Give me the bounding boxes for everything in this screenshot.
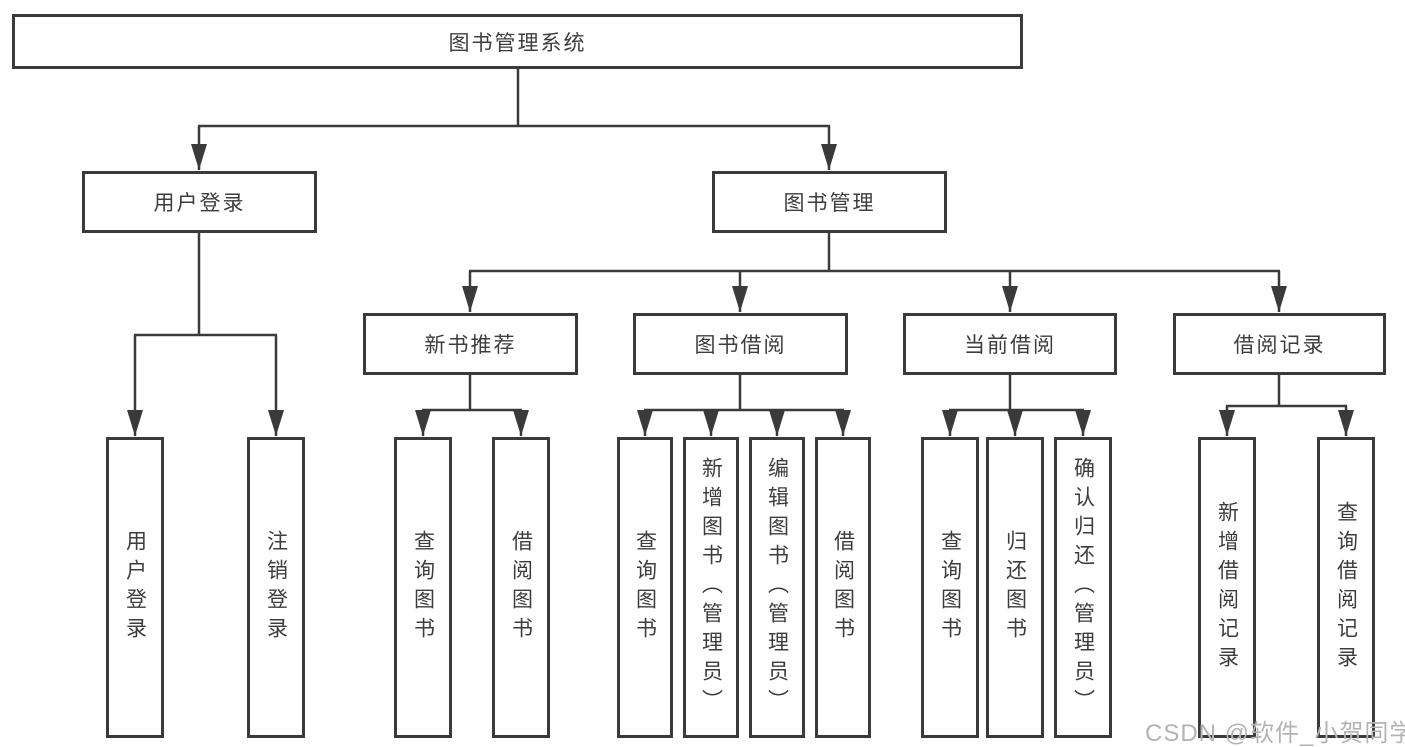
connector-book-mgmt-children [462,233,1287,312]
leaf-current-confirm-return-admin: 确认归还（管理员） [1054,437,1112,738]
connector-records-children [1219,375,1354,436]
leaf-records-add-record: 新增借阅记录 [1198,437,1256,738]
connector-borrow-children [637,375,851,436]
node-root-system: 图书管理系统 [12,14,1023,69]
leaf-current-return-book: 归还图书 [986,437,1044,738]
leaf-borrow-edit-book-admin: 编辑图书（管理员） [749,437,805,738]
connector-root-to-level2 [191,69,837,170]
leaf-newbook-query-book: 查询图书 [394,437,452,738]
leaf-borrow-query-book: 查询图书 [617,437,673,738]
leaf-records-query-record: 查询借阅记录 [1317,437,1375,738]
leaf-newbook-borrow-book: 借阅图书 [492,437,550,738]
node-book-management: 图书管理 [712,171,947,233]
node-current-borrow: 当前借阅 [903,313,1117,375]
csdn-watermark: CSDN @软件_小贺同学 [1145,720,1405,747]
leaf-current-query-book: 查询图书 [921,437,979,738]
leaf-borrow-borrow-book: 借阅图书 [815,437,871,738]
node-book-borrow: 图书借阅 [633,313,848,375]
leaf-borrow-add-book-admin: 新增图书（管理员） [683,437,739,738]
leaf-user-login: 用户登录 [106,437,164,738]
connector-new-book-children [415,375,529,436]
node-user-login: 用户登录 [82,171,317,233]
connector-user-login-children [127,233,284,436]
node-borrow-records: 借阅记录 [1173,313,1386,375]
node-new-book-recommend: 新书推荐 [363,313,578,375]
leaf-logout: 注销登录 [247,437,305,738]
connector-current-children [942,375,1091,436]
